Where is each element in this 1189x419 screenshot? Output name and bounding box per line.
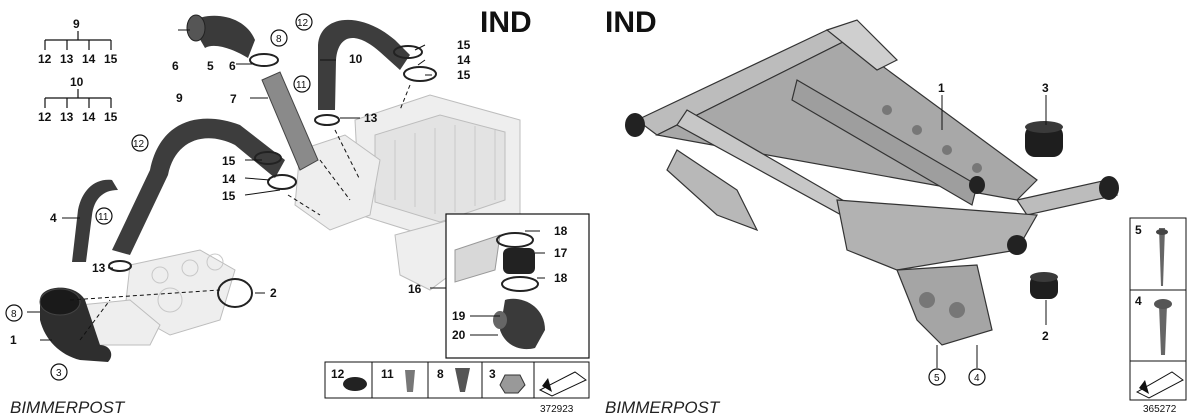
rear-subframe <box>635 19 1118 346</box>
callout-9: 9 <box>176 91 183 105</box>
hose-4 <box>72 179 118 262</box>
callout-13: 13 <box>92 261 106 275</box>
tree-10-root: 10 <box>70 75 84 89</box>
callout-19: 19 <box>452 309 466 323</box>
panel-divider <box>592 0 597 419</box>
hose-9 <box>112 118 285 255</box>
callout-6: 6 <box>172 59 179 73</box>
tree-9-root: 9 <box>73 17 80 31</box>
hose-10 <box>318 19 410 110</box>
tree-9 <box>44 31 112 108</box>
callout-12: 12 <box>297 18 309 29</box>
charge-air-pipes-diagram: IND 9 12 13 14 15 10 12 13 14 15 <box>5 6 590 417</box>
tree-9-child: 12 <box>38 52 52 66</box>
left-diagram-panel: IND 9 12 13 14 15 10 12 13 14 15 <box>0 0 592 419</box>
callout-1: 1 <box>938 81 945 95</box>
callout-3: 3 <box>1042 81 1049 95</box>
leader-lines <box>27 29 545 341</box>
callout-13: 13 <box>364 111 378 125</box>
bushing-3 <box>1025 121 1063 157</box>
callout-10: 10 <box>349 52 363 66</box>
watermark-right: BIMMERPOST <box>605 398 721 417</box>
legend-item-3: 3 <box>489 367 496 381</box>
clamps <box>108 45 437 308</box>
hose-5 <box>186 14 255 58</box>
legend-item-5: 5 <box>1135 223 1142 237</box>
callout-15: 15 <box>222 189 236 203</box>
watermark-left: BIMMERPOST <box>10 398 126 417</box>
tree-10-child: 14 <box>82 110 96 124</box>
legend-item-11: 11 <box>381 367 394 381</box>
hose-1 <box>39 287 112 362</box>
callout-6: 6 <box>229 59 236 73</box>
callout-18: 18 <box>554 224 568 238</box>
callout-circles <box>5 13 313 381</box>
legend-item-8: 8 <box>437 367 444 381</box>
callout-4: 4 <box>974 373 980 384</box>
tree-10-child: 13 <box>60 110 74 124</box>
parts-legend <box>324 361 590 399</box>
callout-8: 8 <box>11 309 17 320</box>
parts-legend-right <box>1129 217 1187 401</box>
tree-9-child: 15 <box>104 52 118 66</box>
callout-12: 12 <box>133 139 145 150</box>
image-number: 365272 <box>1143 404 1177 415</box>
callout-2: 2 <box>1042 329 1049 343</box>
brand-logo-left: IND <box>480 6 532 39</box>
callout-16: 16 <box>408 282 422 296</box>
callout-5: 5 <box>207 59 214 73</box>
subframe-holes <box>882 105 982 318</box>
callout-15: 15 <box>222 154 236 168</box>
callout-14: 14 <box>222 172 236 186</box>
callout-15: 15 <box>457 38 471 52</box>
subframe-bushings <box>625 113 1119 255</box>
callout-18: 18 <box>554 271 568 285</box>
tree-9-child: 14 <box>82 52 96 66</box>
image-number: 372923 <box>540 404 574 415</box>
callout-5: 5 <box>934 373 940 384</box>
right-diagram-panel: IND 1 3 2 <box>597 0 1189 419</box>
callout-11: 11 <box>296 80 307 91</box>
callout-7: 7 <box>230 92 237 106</box>
callout-circles-right <box>928 368 986 386</box>
brand-logo-right: IND <box>605 6 657 39</box>
callout-2: 2 <box>270 286 277 300</box>
callout-20: 20 <box>452 328 466 342</box>
pipe-7 <box>261 71 319 171</box>
bushing-2 <box>1030 272 1058 299</box>
tree-10-child: 15 <box>104 110 118 124</box>
leader-lines-right <box>936 95 1047 368</box>
rear-subframe-diagram: IND 1 3 2 <box>605 6 1187 417</box>
callout-11: 11 <box>98 212 109 223</box>
callout-8: 8 <box>276 34 282 45</box>
callout-15: 15 <box>457 68 471 82</box>
callout-14: 14 <box>457 53 471 67</box>
callout-3: 3 <box>56 368 62 379</box>
legend-item-12: 12 <box>331 367 345 381</box>
callout-1: 1 <box>10 333 17 347</box>
dashed-guides <box>69 84 411 341</box>
callout-17: 17 <box>554 246 568 260</box>
callout-4: 4 <box>50 211 57 225</box>
legend-item-4: 4 <box>1135 294 1142 308</box>
tree-9-child: 13 <box>60 52 74 66</box>
inset-parts <box>454 232 545 350</box>
ghost-ribs <box>151 125 496 313</box>
tree-10-child: 12 <box>38 110 52 124</box>
